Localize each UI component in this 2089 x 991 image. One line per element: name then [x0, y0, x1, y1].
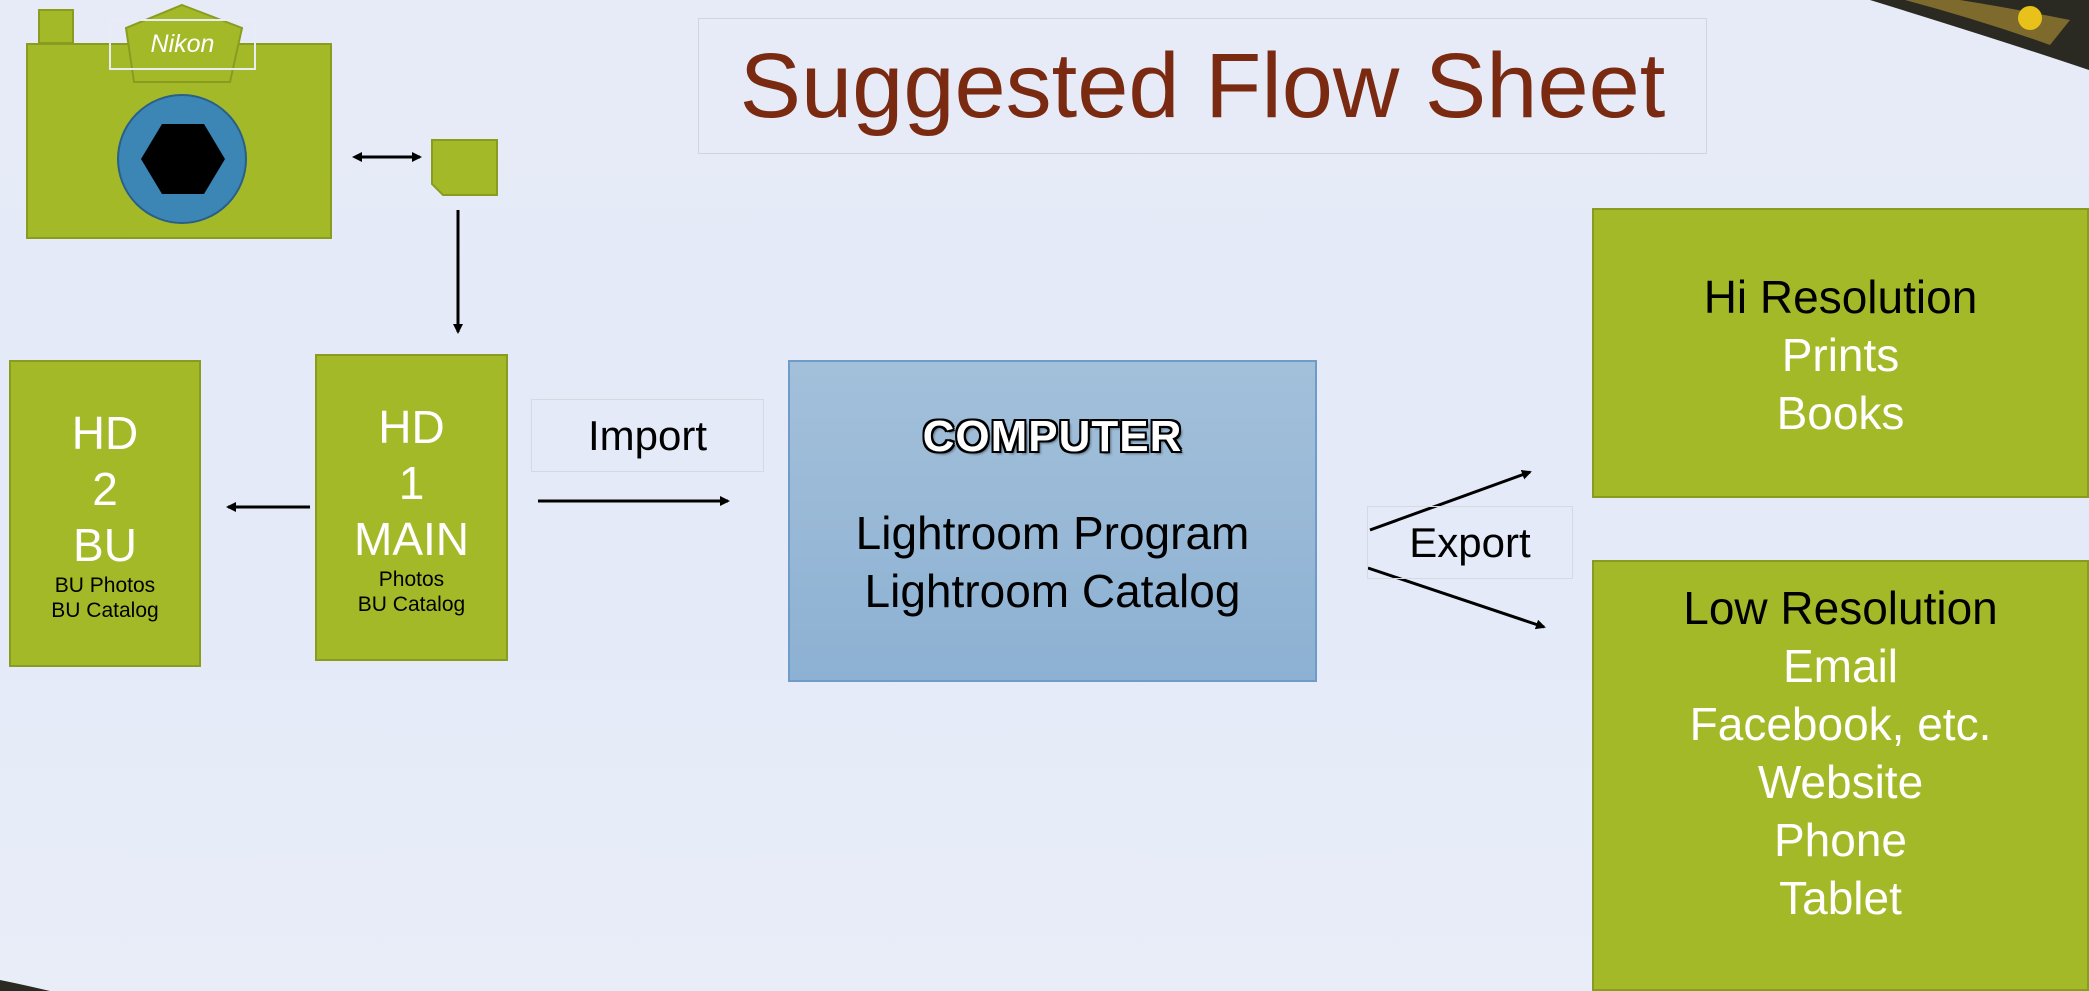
- hd2-line: 2: [92, 462, 118, 515]
- computer-box: COMPUTER Lightroom Program Lightroom Cat…: [788, 360, 1317, 682]
- hd2-line: HD: [71, 406, 139, 459]
- hd1-line: HD: [378, 400, 445, 453]
- computer-heading: COMPUTER: [922, 412, 1183, 461]
- low-resolution-item: Tablet: [1779, 872, 1902, 924]
- hd2-sub-line: BU Catalog: [51, 598, 159, 622]
- low-resolution-heading: Low Resolution: [1683, 582, 1998, 634]
- hd2-sub-line: BU Photos: [54, 573, 156, 597]
- hd1-line: MAIN: [354, 512, 469, 565]
- computer-line: Lightroom Catalog: [864, 565, 1241, 617]
- hd1-sub-line: Photos: [378, 567, 445, 591]
- import-label: Import: [587, 411, 708, 459]
- film-strip-top-right: [1870, 0, 2089, 70]
- hi-resolution-box: Hi Resolution Prints Books: [1592, 208, 2089, 498]
- export-arrow-low: [1367, 566, 1546, 630]
- memory-card-icon: [431, 139, 498, 196]
- hd2-backup-drive-box: HD 2 BU BU Photos BU Catalog: [9, 360, 201, 667]
- hd1-sub-line: BU Catalog: [357, 592, 466, 616]
- low-resolution-item: Email: [1782, 640, 1899, 692]
- hi-resolution-item: Prints: [1781, 329, 1900, 381]
- page-title: Suggested Flow Sheet: [739, 35, 1666, 137]
- low-resolution-item: Facebook, etc.: [1689, 698, 1992, 750]
- camera-icon: [26, 3, 332, 239]
- hi-resolution-heading: Hi Resolution: [1703, 271, 1978, 323]
- export-label-box: Export: [1367, 506, 1573, 579]
- hd1-main-drive-box: HD 1 MAIN Photos BU Catalog: [315, 354, 508, 661]
- import-label-box: Import: [531, 399, 764, 472]
- hi-resolution-item: Books: [1776, 387, 1905, 439]
- low-resolution-box: Low Resolution Email Facebook, etc. Webs…: [1592, 560, 2089, 991]
- film-strip-bottom-left: [0, 980, 50, 991]
- computer-line: Lightroom Program: [855, 507, 1250, 559]
- hd1-line: 1: [398, 456, 425, 509]
- low-resolution-item: Phone: [1773, 814, 1907, 866]
- hd2-line: BU: [73, 518, 137, 571]
- low-resolution-item: Website: [1757, 756, 1924, 808]
- export-arrow-hi: [1369, 470, 1532, 532]
- title-box: Suggested Flow Sheet: [698, 18, 1707, 154]
- export-label: Export: [1409, 518, 1531, 566]
- camera-brand-label: Nikon: [110, 20, 255, 69]
- camera-brand-text: Nikon: [150, 30, 215, 58]
